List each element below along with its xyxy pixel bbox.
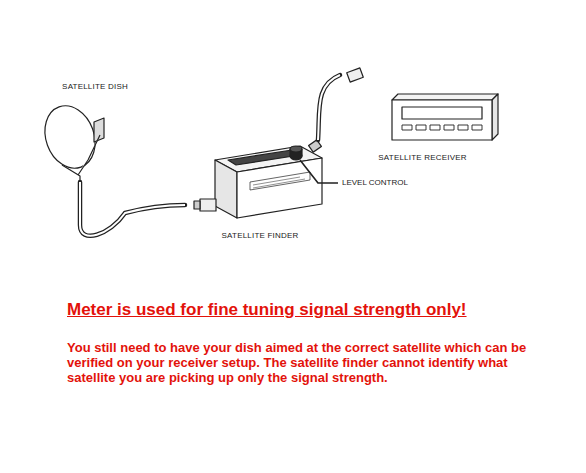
dish-label: SATELLITE DISH	[62, 82, 128, 91]
receiver-node: SATELLITE RECEIVER	[340, 62, 505, 162]
dish-node: SATELLITE DISH	[30, 82, 160, 182]
warning-title: Meter is used for fine tuning signal str…	[67, 300, 467, 320]
satellite-receiver-drawing	[347, 68, 498, 140]
satellite-dish-drawing	[37, 99, 104, 183]
coax-cable	[318, 75, 340, 140]
receiver-label: SATELLITE RECEIVER	[378, 153, 466, 162]
leader-line	[300, 160, 338, 183]
finder-node: SATELLITE FINDER	[185, 140, 335, 240]
warning-caption: You still need to have your dish aimed a…	[67, 340, 537, 385]
coax-cable	[80, 182, 185, 236]
satellite-finder-drawing	[194, 140, 322, 218]
part-label: LEVEL CONTROL	[342, 178, 408, 187]
finder-label: SATELLITE FINDER	[222, 231, 299, 240]
